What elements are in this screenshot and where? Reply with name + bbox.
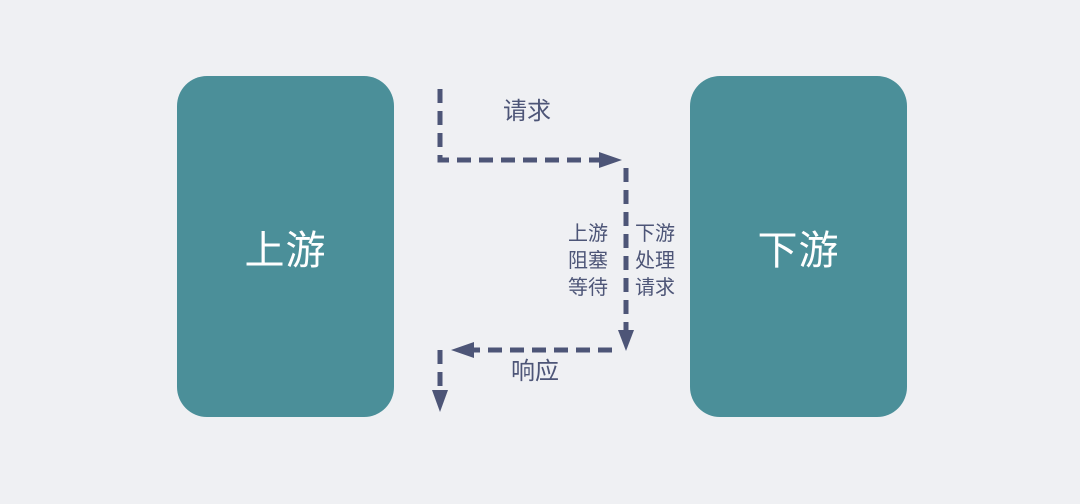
upstream-wait-label: 上游 阻塞 等待 <box>566 220 610 301</box>
upstream-node: 上游 <box>177 76 394 417</box>
response-label: 响应 <box>511 357 559 385</box>
downstream-process-line-2: 处理 <box>635 248 675 272</box>
processing-arrowhead <box>618 330 634 351</box>
downstream-node: 下游 <box>690 76 907 417</box>
upstream-wait-line-1: 上游 <box>568 221 608 245</box>
return-arrowhead <box>432 390 448 412</box>
request-path <box>437 89 605 163</box>
response-arrowhead <box>451 342 474 358</box>
upstream-node-label: 上游 <box>244 227 327 274</box>
downstream-node-label: 下游 <box>757 227 840 274</box>
upstream-wait-line-2: 阻塞 <box>568 248 608 272</box>
upstream-wait-line-3: 等待 <box>568 275 608 299</box>
downstream-process-label: 下游 处理 请求 <box>633 220 677 301</box>
downstream-process-line-3: 请求 <box>635 275 675 299</box>
request-arrowhead <box>599 152 622 168</box>
downstream-process-line-1: 下游 <box>635 221 675 245</box>
request-label: 请求 <box>503 97 551 125</box>
